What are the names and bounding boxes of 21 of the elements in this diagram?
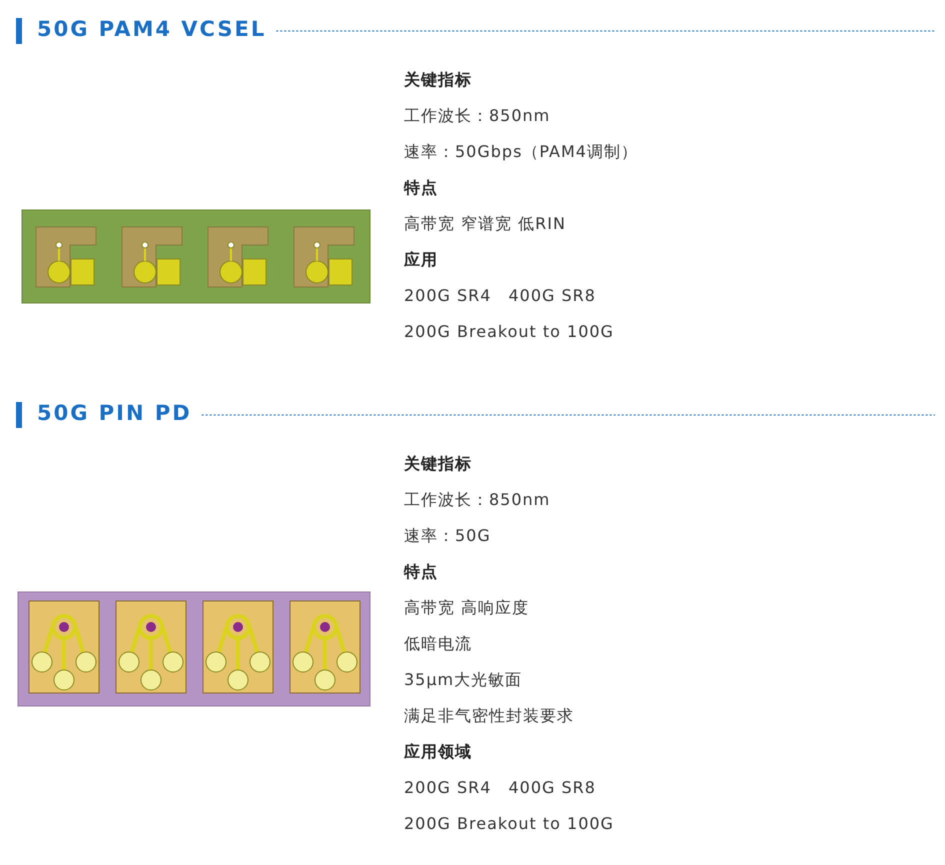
section-heading: 50G PIN PD bbox=[37, 401, 192, 425]
spec-text: 工作波长：850nm bbox=[404, 106, 550, 127]
subheading: 特点 bbox=[404, 178, 438, 199]
spec-text: 工作波长：850nm bbox=[404, 490, 550, 511]
spec-text: 高带宽 高响应度 bbox=[404, 598, 530, 619]
spec-text: 200G Breakout to 100G bbox=[404, 322, 614, 341]
spec-text: 速率：50Gbps（PAM4调制） bbox=[404, 142, 638, 163]
spec-text: 速率：50G bbox=[404, 526, 491, 547]
spec-text: 200G SR4 400G SR8 bbox=[404, 778, 596, 799]
spec-text: 低暗电流 bbox=[404, 634, 472, 655]
spec-text: 35μm大光敏面 bbox=[404, 670, 522, 691]
section-heading: 50G PAM4 VCSEL bbox=[37, 17, 266, 41]
subheading: 关键指标 bbox=[404, 454, 472, 475]
subheading: 关键指标 bbox=[404, 70, 472, 91]
subheading: 应用 bbox=[404, 250, 438, 271]
spec-text: 200G Breakout to 100G bbox=[404, 814, 614, 833]
spec-text: 高带宽 窄谱宽 低RIN bbox=[404, 214, 566, 235]
subheading: 应用领域 bbox=[404, 742, 472, 763]
spec-text: 200G SR4 400G SR8 bbox=[404, 286, 596, 307]
subheading: 特点 bbox=[404, 562, 438, 583]
spec-text: 满足非气密性封装要求 bbox=[404, 706, 574, 727]
